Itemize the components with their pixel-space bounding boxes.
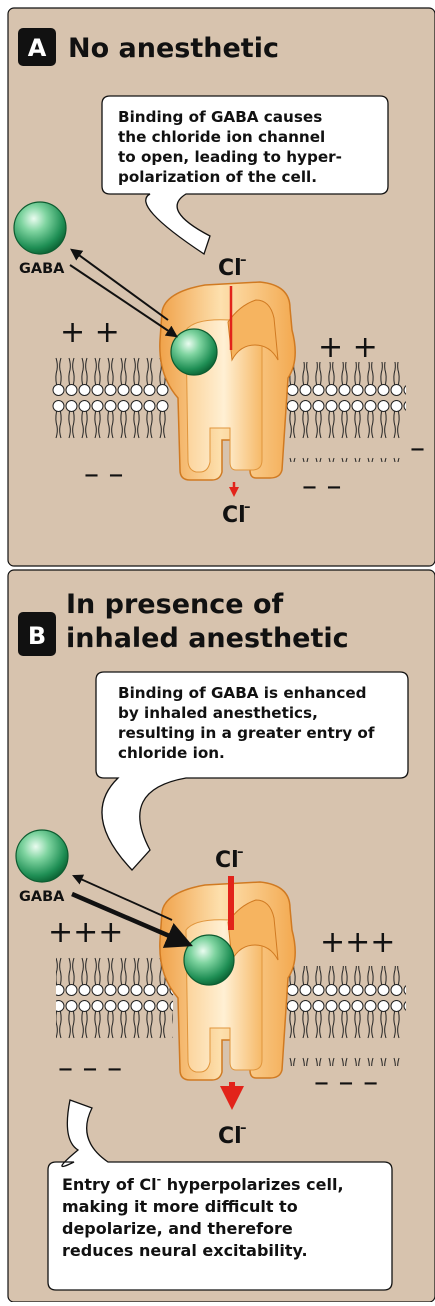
panel-a-charges-top-left: + + <box>60 315 120 350</box>
panel-a-gaba-label: GABA <box>19 261 65 277</box>
panel-b-callout-line-2: by inhaled anesthetics, <box>118 704 318 722</box>
panel-a-charge-edge: – <box>410 431 425 466</box>
panel-a-cl-top-label: Cl <box>218 256 242 281</box>
panel-b-callout-line-1: Binding of GABA is enhanced <box>118 684 367 702</box>
panel-a-callout-line-2: the chloride ion channel <box>118 128 325 146</box>
panel-b-cl-top-label: Cl <box>215 848 239 873</box>
panel-b-gaba-bound <box>184 935 234 985</box>
panel-b-badge-letter: B <box>28 622 46 650</box>
panel-b-cl-top-sup: – <box>237 845 244 860</box>
panel-a-title: No anesthetic <box>68 33 279 64</box>
panel-a-charges-bottom-left: – – <box>84 457 124 492</box>
panel-a-charges-bottom-right: – – <box>302 469 342 504</box>
panel-a-callout-line-1: Binding of GABA causes <box>118 108 322 126</box>
panel-b-charges-top-right: +++ <box>320 925 395 960</box>
panel-b-callout-line-3: resulting in a greater entry of <box>118 724 375 742</box>
panel-a-charges-top-right: + + <box>318 330 378 365</box>
panel-b-bottom-callout-line-4: reduces neural excitability. <box>62 1241 308 1260</box>
panel-b: B In presence of inhaled anesthetic Bind… <box>8 570 435 1302</box>
panel-b-charges-bottom-right: – – – <box>314 1065 378 1100</box>
panel-a: A No anesthetic Binding of GABA causes t… <box>8 8 435 566</box>
panel-a-cl-bottom-label: Cl <box>222 503 246 528</box>
panel-b-cl-bottom-label: Cl <box>218 1124 242 1149</box>
panel-b-title-line-2: inhaled anesthetic <box>66 623 349 654</box>
panel-a-cl-top-sup: – <box>240 253 247 268</box>
panel-b-gaba-label: GABA <box>19 889 65 905</box>
panel-b-membrane-right <box>276 966 406 1066</box>
panel-b-bottom-callout-line-1a: Entry of Cl <box>62 1175 157 1194</box>
panel-a-membrane-left <box>52 355 169 455</box>
panel-a-callout-line-4: polarization of the cell. <box>118 168 317 186</box>
panel-a-cl-bottom-sup: – <box>244 500 251 515</box>
panel-b-title-line-1: In presence of <box>66 589 283 620</box>
panel-b-charges-bottom-left: – – – <box>58 1051 122 1086</box>
panel-b-bottom-callout-line-2: making it more difficult to <box>62 1197 298 1216</box>
panel-a-callout-line-3: to open, leading to hyper- <box>118 148 342 166</box>
panel-b-charges-top-left: +++ <box>48 915 123 950</box>
panel-b-bottom-callout-line-1b: hyperpolarizes cell, <box>161 1175 343 1194</box>
panel-a-membrane-right <box>276 362 406 462</box>
panel-b-membrane-left <box>56 954 173 1054</box>
panel-b-gaba-free <box>16 830 68 882</box>
panel-b-bottom-callout-line-3: depolarize, and therefore <box>62 1219 293 1238</box>
panel-a-badge-letter: A <box>28 34 47 62</box>
panel-a-gaba-bound <box>171 329 217 375</box>
panel-b-cl-bottom-sup: – <box>240 1121 247 1136</box>
panel-a-gaba-free <box>14 202 66 254</box>
panel-b-callout-line-4: chloride ion. <box>118 744 225 762</box>
